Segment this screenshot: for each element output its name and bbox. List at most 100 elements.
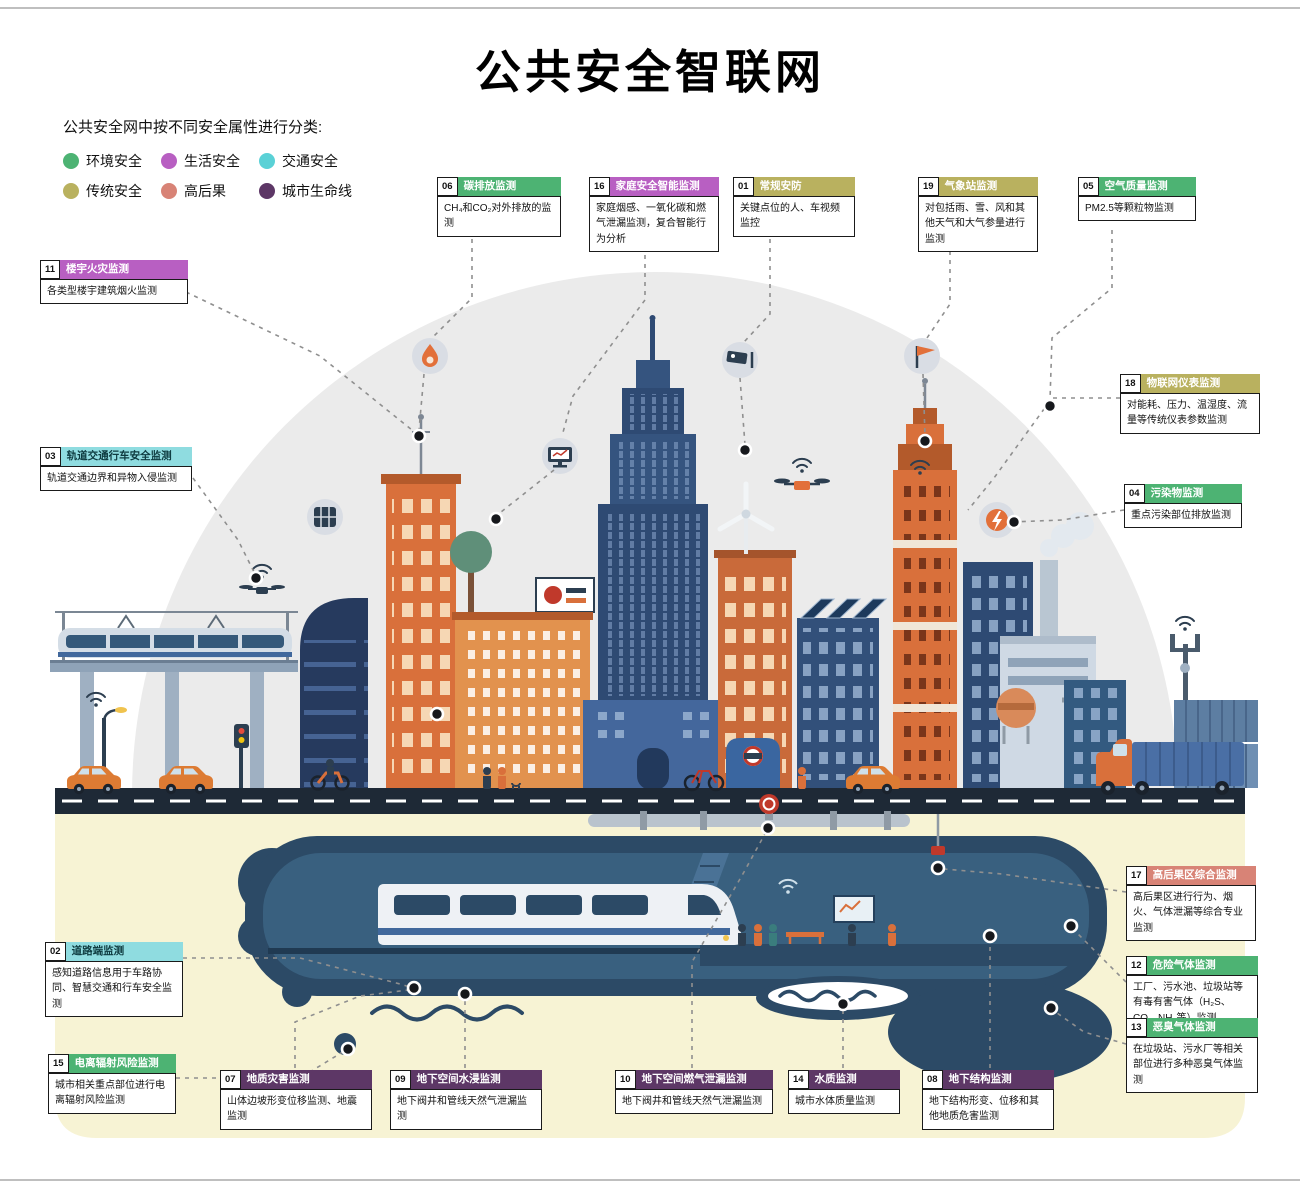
- callout-number: 11: [40, 260, 61, 279]
- callout-number: 17: [1126, 866, 1147, 885]
- callout-title: 电离辐射风险监测: [68, 1054, 176, 1073]
- callout-title: 道路端监测: [65, 942, 183, 961]
- callout-number: 19: [918, 177, 939, 196]
- curved-building: [300, 598, 368, 790]
- pipeline-sensor: [931, 814, 945, 855]
- callout-title: 地下空间燃气泄漏监测: [635, 1070, 773, 1089]
- callout-desc: 城市水体质量监测: [788, 1088, 900, 1115]
- page-title: 公共安全智联网: [475, 46, 825, 98]
- callout-desc: 高后果区进行行为、烟火、气体泄漏等综合专业监测: [1126, 884, 1256, 942]
- callout-title: 楼宇火灾监测: [60, 260, 188, 279]
- water-quality-zone: [756, 976, 920, 1020]
- vehicles: [67, 739, 1244, 795]
- sensor-node-dot: [1043, 1000, 1059, 1016]
- callout-title: 污染物监测: [1144, 484, 1242, 503]
- callout-title: 地质灾害监测: [240, 1070, 372, 1089]
- callout-desc: 对包括雨、雪、风和其他天气和大气参量进行监测: [918, 195, 1038, 253]
- callout-title: 危险气体监测: [1146, 956, 1258, 975]
- legend-item-environment: 环境安全: [63, 146, 161, 176]
- city-buildings: [300, 315, 1258, 790]
- callout-title: 气象站监测: [938, 177, 1038, 196]
- callout-number: 03: [40, 447, 61, 466]
- callout-title: 轨道交通行车安全监测: [60, 447, 192, 466]
- truck: [1096, 739, 1244, 795]
- callout-number: 05: [1078, 177, 1099, 196]
- sensor-icons: [307, 338, 1015, 538]
- callout-number: 10: [615, 1070, 636, 1089]
- drone-icon: [239, 563, 285, 594]
- callout-desc: CH₄和CO₂对外排放的监测: [437, 195, 561, 237]
- carbon-flame-icon: [412, 338, 448, 374]
- connector-lines: [176, 230, 1127, 1079]
- sensor-node-dot: [835, 996, 851, 1012]
- metro-entrance: [726, 738, 780, 790]
- clock-tower: [893, 378, 957, 790]
- legend-dot-traditional: [63, 183, 79, 199]
- legend-label: 高后果: [184, 183, 226, 199]
- sensor-node-dot: [917, 433, 933, 449]
- monitor-icon: [542, 438, 578, 474]
- wifi-icon: [1175, 615, 1195, 632]
- callout-title: 高后果区综合监测: [1146, 866, 1256, 885]
- callout-desc: 地下阀井和管线天然气泄漏监测: [390, 1088, 542, 1130]
- cctv-camera-icon: [722, 342, 758, 378]
- sensor-node-dot: [930, 860, 946, 876]
- callout-title: 恶臭气体监测: [1146, 1018, 1258, 1037]
- solar-building: [797, 598, 888, 790]
- pedestrian: [798, 767, 806, 789]
- callout-title: 地下结构监测: [942, 1070, 1054, 1089]
- callout-title: 水质监测: [808, 1070, 900, 1089]
- callout-title: 常规安防: [753, 177, 855, 196]
- cabinet-icon: [307, 499, 343, 535]
- platform-people: [738, 878, 896, 946]
- callout-desc: 重点污染部位排放监测: [1124, 502, 1242, 529]
- legend-dot-life: [161, 153, 177, 169]
- callout-desc: 在垃圾站、污水厂等相关部位进行多种恶臭气体监测: [1126, 1036, 1258, 1094]
- callout-number: 16: [589, 177, 610, 196]
- callout-number: 09: [390, 1070, 411, 1089]
- legend-item-high-consequence: 高后果: [161, 176, 259, 206]
- callout-title: 地下空间水浸监测: [410, 1070, 542, 1089]
- motorcycle: [310, 759, 350, 791]
- wind-turbine: [717, 481, 775, 554]
- legend-dot-high-consequence: [161, 183, 177, 199]
- sensor-node-dot: [340, 1041, 356, 1057]
- callout-desc: 家庭烟感、一氧化碳和燃气泄漏监测，复合智能行为分析: [589, 195, 719, 253]
- callout-number: 15: [48, 1054, 69, 1073]
- callout-title: 空气质量监测: [1098, 177, 1196, 196]
- callout-desc: 山体边坡形变位移监测、地震监测: [220, 1088, 372, 1130]
- pedestrian: [483, 767, 491, 789]
- elevated-rail: [50, 611, 298, 788]
- sensor-node-dot: [1006, 514, 1022, 530]
- callout-number: 12: [1126, 956, 1147, 975]
- legend-dot-environment: [63, 153, 79, 169]
- callout-number: 06: [437, 177, 458, 196]
- drone-icon: [774, 457, 830, 490]
- callout-desc: 对能耗、压力、温湿度、流量等传统仪表参数监测: [1120, 392, 1260, 434]
- callout-number: 14: [788, 1070, 809, 1089]
- orange-block: [450, 531, 595, 790]
- sensor-node-dot: [411, 428, 427, 444]
- legend-label: 城市生命线: [282, 183, 352, 199]
- orange-tower: [381, 414, 461, 790]
- bottom-border-line: [0, 1179, 1300, 1181]
- callout-desc: 城市相关重点部位进行电离辐射风险监测: [48, 1072, 176, 1114]
- central-skyscraper: [583, 315, 723, 790]
- sensor-node-dot: [429, 706, 445, 722]
- callout-number: 18: [1120, 374, 1141, 393]
- callout-number: 07: [220, 1070, 241, 1089]
